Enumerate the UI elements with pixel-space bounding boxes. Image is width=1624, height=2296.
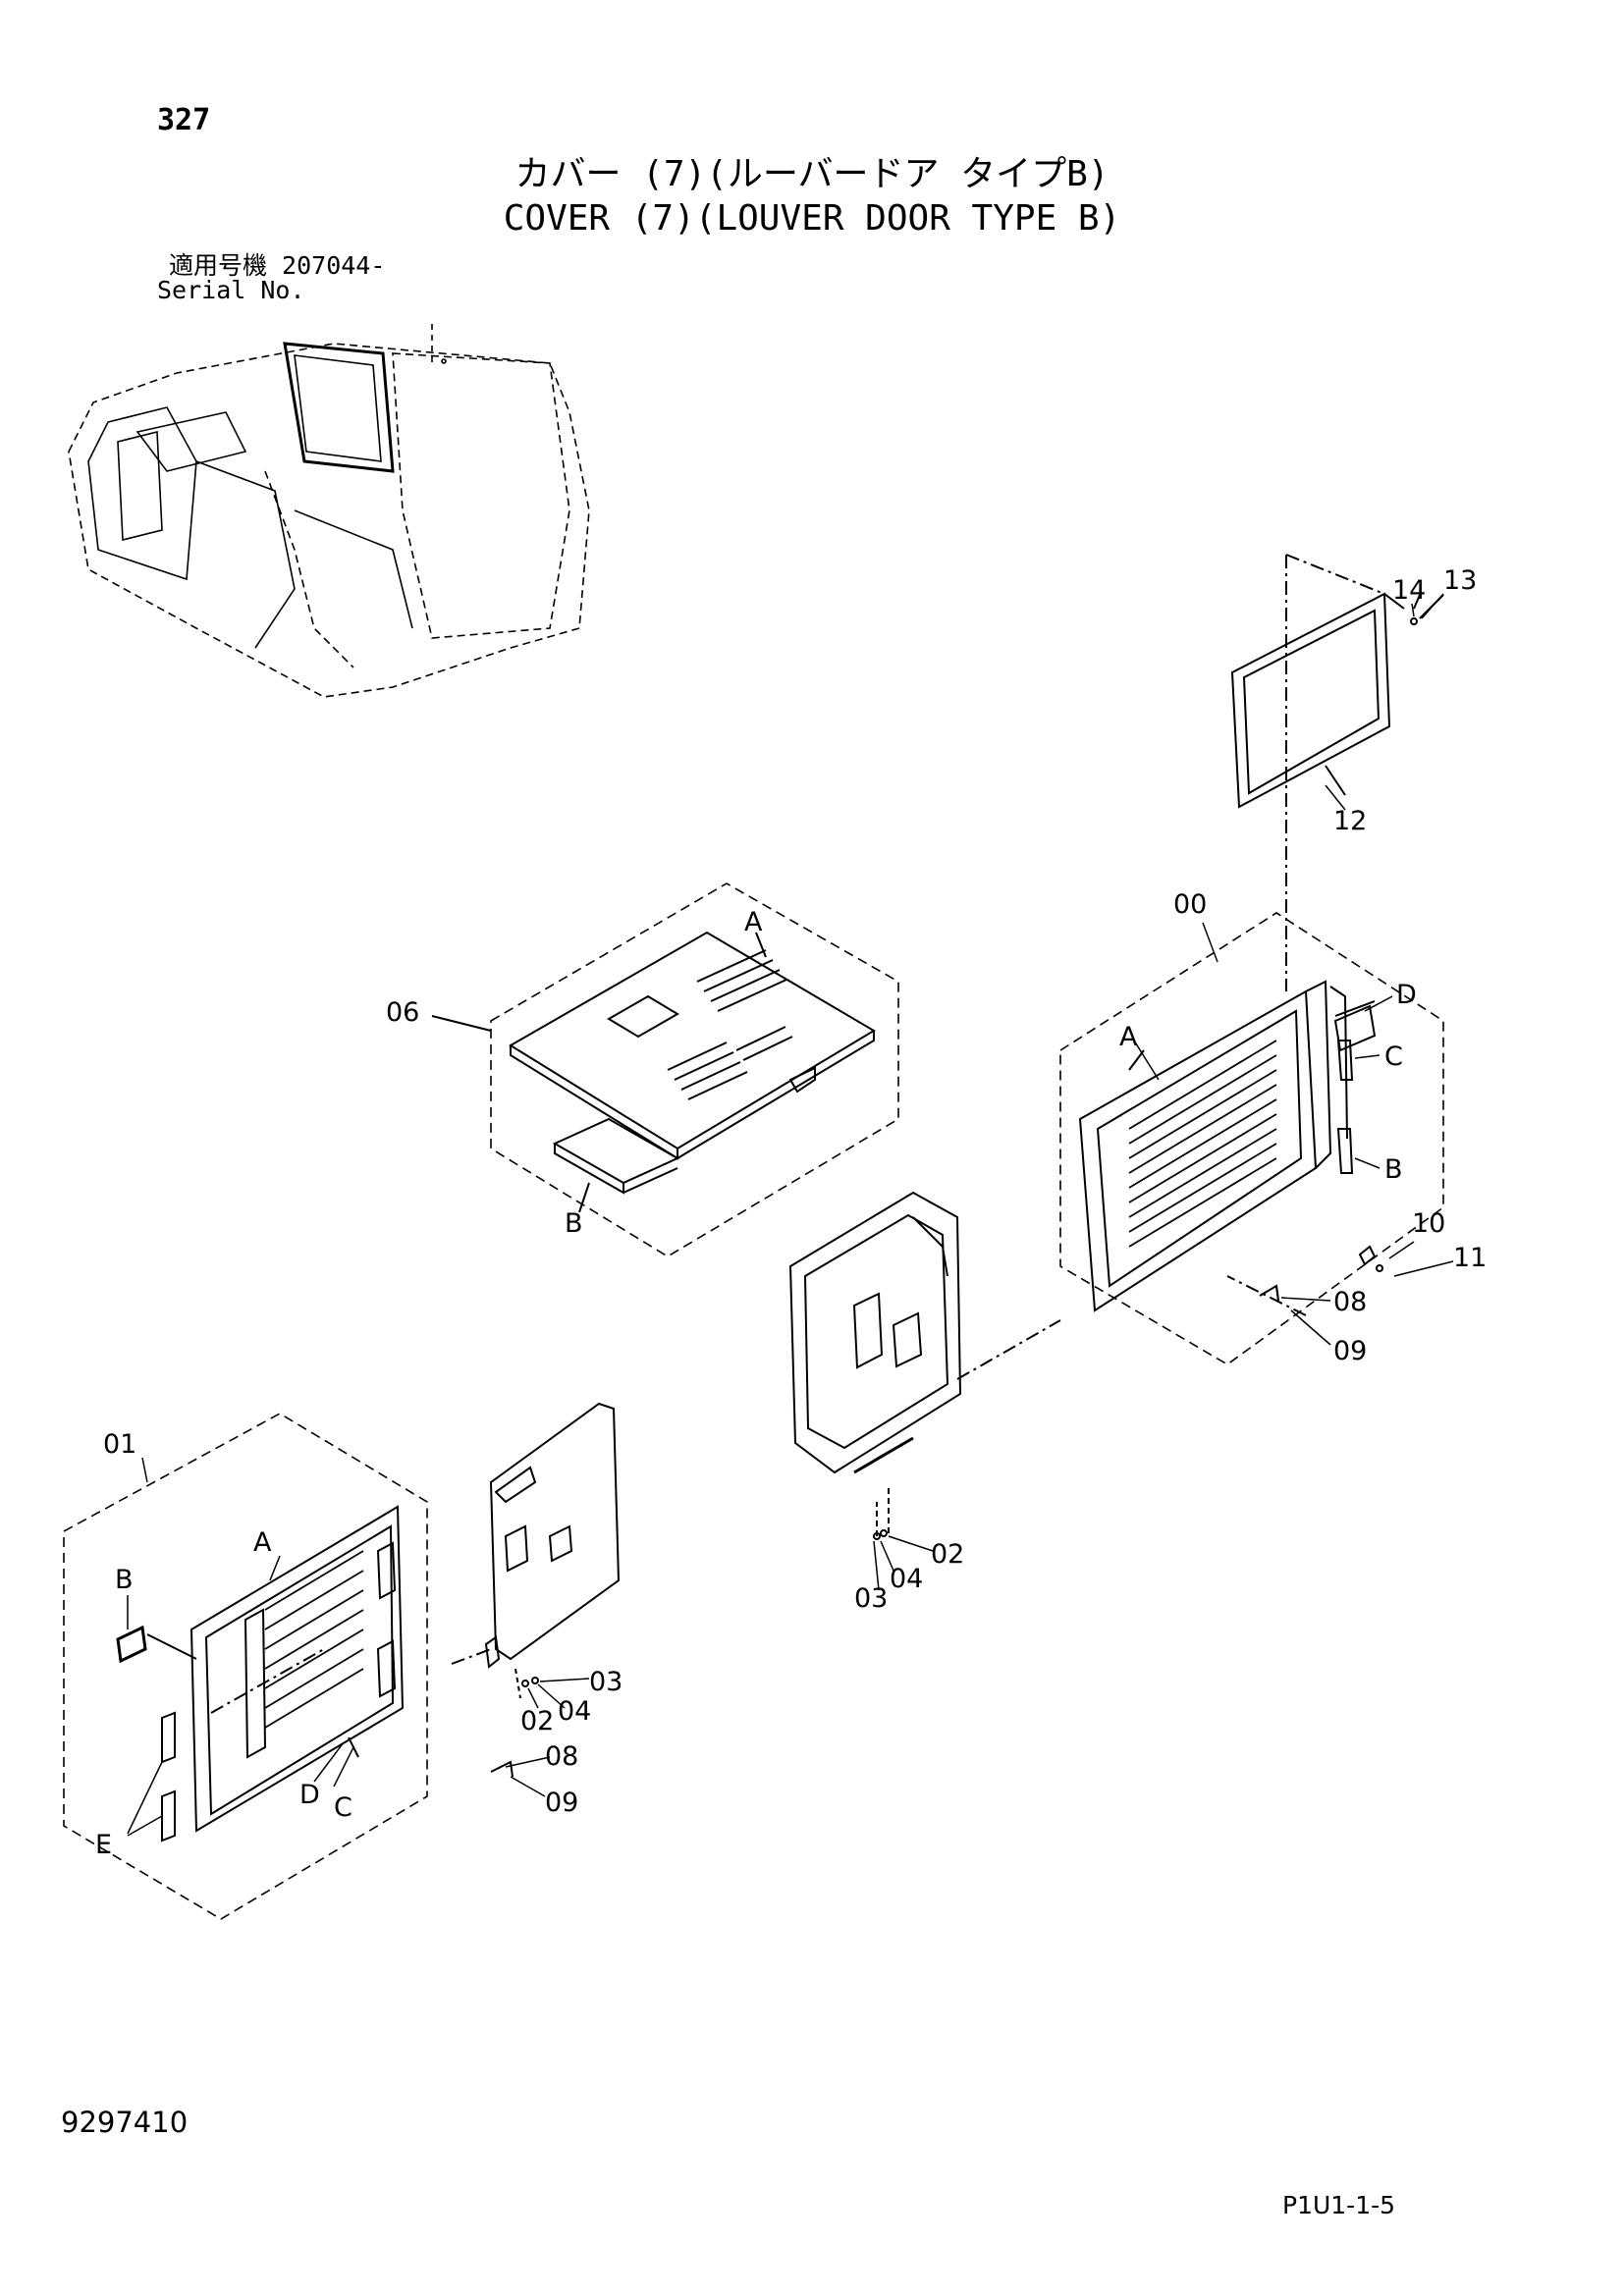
machine-overview-illustration <box>68 324 590 698</box>
callout-12: 12 <box>1333 806 1367 836</box>
door-group-00 <box>1059 912 1444 1365</box>
plate-06-group <box>431 882 899 1257</box>
document-number: 9297410 <box>61 2106 189 2139</box>
callout-C-lower: C <box>334 1792 352 1823</box>
page-code: P1U1-1-5 <box>1282 2191 1396 2219</box>
callout-13: 13 <box>1443 565 1477 596</box>
callout-03-mid: 03 <box>854 1583 888 1614</box>
callout-08-lower: 08 <box>545 1741 578 1772</box>
callout-B-upper: B <box>1384 1154 1403 1185</box>
serial-label-japanese: 適用号機 207044- <box>169 251 386 280</box>
callout-01: 01 <box>103 1429 136 1460</box>
leader-chain-upper-2 <box>1285 554 1385 595</box>
panel-12 <box>1230 592 1444 809</box>
callout-14: 14 <box>1392 575 1426 606</box>
callout-B-lower: B <box>115 1565 134 1595</box>
page-number: 327 <box>157 103 211 137</box>
callout-04-mid: 04 <box>890 1564 923 1594</box>
title-english: COVER (7)(LOUVER DOOR TYPE B) <box>503 198 1121 239</box>
callout-E-lower: E <box>95 1830 112 1860</box>
callout-04-lower: 04 <box>558 1696 591 1727</box>
callout-C-upper: C <box>1384 1041 1403 1072</box>
callout-00: 00 <box>1173 889 1207 920</box>
inner-panel-middle <box>788 1191 1061 1540</box>
serial-label-english: Serial No. <box>157 276 305 304</box>
leader-lines <box>127 593 1454 1837</box>
callout-A-lower: A <box>253 1527 272 1558</box>
callout-A-plate: A <box>744 907 763 937</box>
callout-labels: 14 13 12 00 A D C B 10 11 08 09 06 A B 0… <box>95 565 1487 1860</box>
inner-panel-lower <box>451 1402 621 1778</box>
door-group-01 <box>63 1413 428 1920</box>
callout-08-upper: 08 <box>1333 1287 1367 1317</box>
callout-D-upper: D <box>1396 980 1417 1010</box>
callout-09-upper: 09 <box>1333 1336 1367 1366</box>
callout-09-lower: 09 <box>545 1788 578 1818</box>
callout-11: 11 <box>1453 1243 1487 1273</box>
callout-B-plate: B <box>565 1208 583 1239</box>
callout-D-lower: D <box>299 1780 320 1810</box>
callout-03-lower: 03 <box>589 1667 623 1697</box>
callout-10: 10 <box>1412 1208 1445 1239</box>
callout-02-mid: 02 <box>931 1539 964 1570</box>
callout-06: 06 <box>386 997 419 1028</box>
title-japanese: カバー (7)(ルーバードア タイプB) <box>514 154 1110 194</box>
callout-02-lower: 02 <box>520 1706 554 1736</box>
callout-A-upper: A <box>1119 1022 1138 1052</box>
